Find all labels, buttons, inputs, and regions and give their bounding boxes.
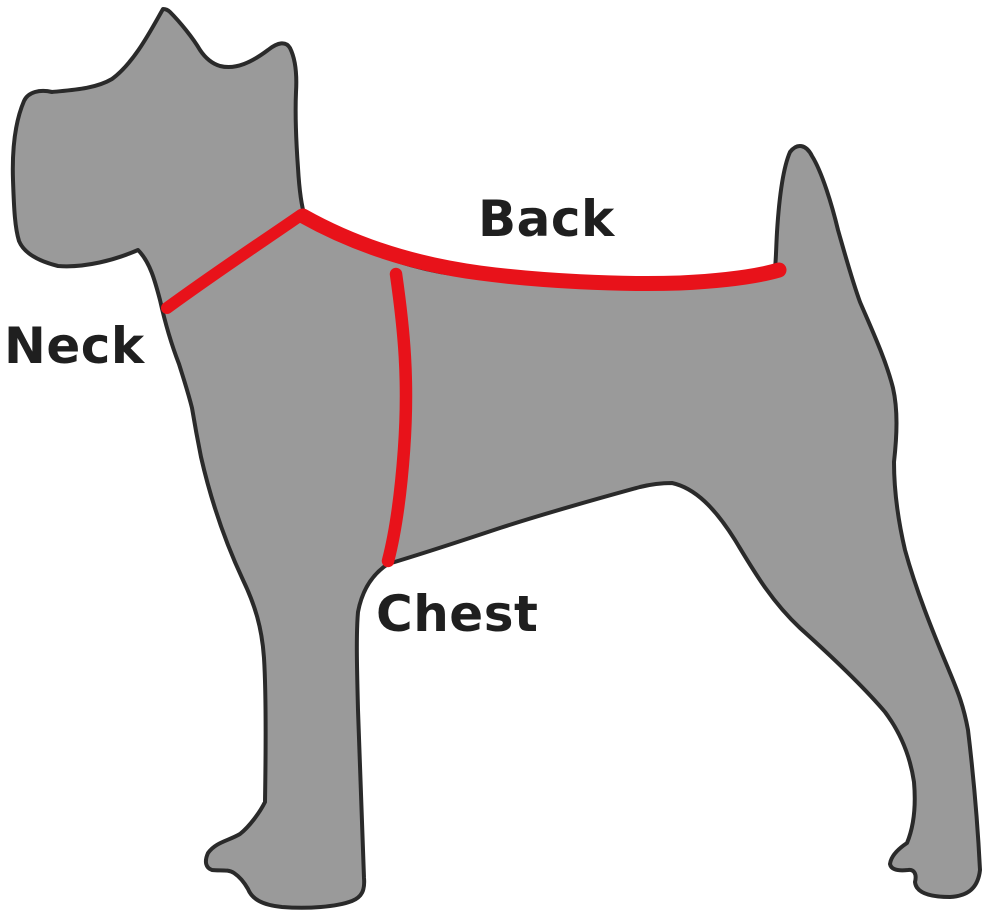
chest-label: Chest	[376, 585, 539, 643]
dog-silhouette	[10, 7, 982, 910]
neck-measure-line	[161, 209, 307, 314]
back-measure-line	[295, 208, 787, 291]
back-label: Back	[478, 190, 615, 248]
chest-measure-line	[381, 267, 413, 568]
neck-label: Neck	[4, 317, 145, 375]
